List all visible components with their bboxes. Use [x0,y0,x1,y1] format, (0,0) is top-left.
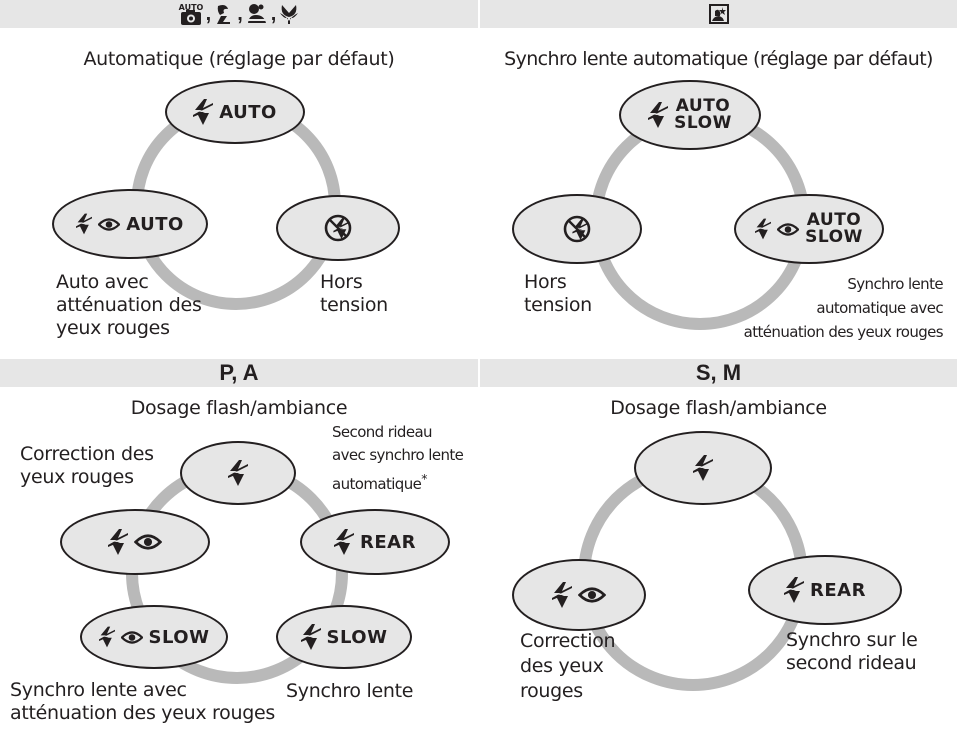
caption-slow: Synchro lente [286,680,414,702]
panel-night: Synchro lente automatique (réglage par d… [480,0,957,350]
panel-header-night-portrait [480,0,957,28]
subtitle-sm: Dosage flash/ambiance [610,397,827,419]
red-eye-icon [98,217,120,232]
mode-slow: SLOW [276,605,412,669]
red-eye-icon [121,630,143,645]
flash-icon [784,577,804,603]
subtitle-night: Synchro lente automatique (réglage par d… [504,48,933,70]
flash-icon [193,99,213,125]
flash-icon [76,213,92,235]
flash-icon [301,624,321,650]
mode-fill-flash [634,431,772,505]
flash-icon [755,218,771,240]
caption-rear-slow: Second rideau avec synchro lente automat… [332,423,464,493]
mode-fill-flash [180,441,296,505]
red-eye-icon [134,533,162,551]
subtitle-auto: Automatique (réglage par défaut) [83,48,395,70]
mode-label: REAR [360,531,416,553]
mode-flash-off [512,194,642,264]
close-up-icon [278,3,300,25]
flash-icon [648,102,668,128]
red-eye-icon [777,222,799,237]
panel-sm: S, M Dosage flash/ambiance REAR Correcti… [480,359,957,731]
mode-slow-red-eye: SLOW [80,605,228,669]
panel-header-auto-modes: AUTO , , , [0,0,478,28]
mode-auto: AUTO [165,80,305,144]
panel-auto: AUTO , , , Automatique (réglage par défa… [0,0,478,350]
caption-red-eye: Correction des yeux rouges [520,630,616,702]
mode-red-eye [60,509,210,575]
night-portrait-icon [708,3,730,25]
mode-rear: REAR [300,509,450,575]
flash-icon [228,460,248,486]
auto-icon: AUTO [178,2,204,26]
red-eye-icon [578,586,606,604]
panel-header-sm: S, M [480,359,957,387]
mode-flash-off [276,195,400,261]
caption-slow-red-eye: Synchro lente avec atténuation des yeux … [10,679,275,724]
svg-text:AUTO: AUTO [178,3,203,12]
footnote-mark: * [421,471,427,486]
mode-label: REAR [810,579,866,601]
caption-rear-curtain: Synchro sur le second rideau [786,629,918,674]
subtitle-pa: Dosage flash/ambiance [130,397,348,419]
flash-icon [99,626,115,648]
child-icon [245,3,269,25]
mode-label: SLOW [326,626,388,648]
flash-off-icon [563,215,591,243]
flash-icon [108,529,128,555]
flash-icon [693,455,713,481]
portrait-icon [213,3,235,25]
mode-rear: REAR [748,555,902,625]
mode-auto-red-eye: AUTO [52,189,208,259]
panel-header-pa: P, A [0,359,478,387]
flash-icon [334,529,354,555]
mode-red-eye [512,559,646,631]
caption-flash-off: Hors tension [320,271,388,316]
mode-label: SLOW [148,626,210,648]
panel-pa: P, A Dosage flash/ambiance REAR SLOW SLO… [0,359,478,731]
caption-auto-red-eye: Auto avec atténuation des yeux rouges [56,271,202,339]
flash-off-icon [324,214,352,242]
mode-label: AUTO [219,101,277,123]
caption-red-eye: Correction des yeux rouges [20,443,154,488]
caption-auto-slow-red-eye: Synchro lente automatique avec atténuati… [743,275,944,341]
caption-flash-off: Hors tension [524,271,592,316]
mode-label: AUTO [126,213,184,235]
flash-icon [552,582,572,608]
